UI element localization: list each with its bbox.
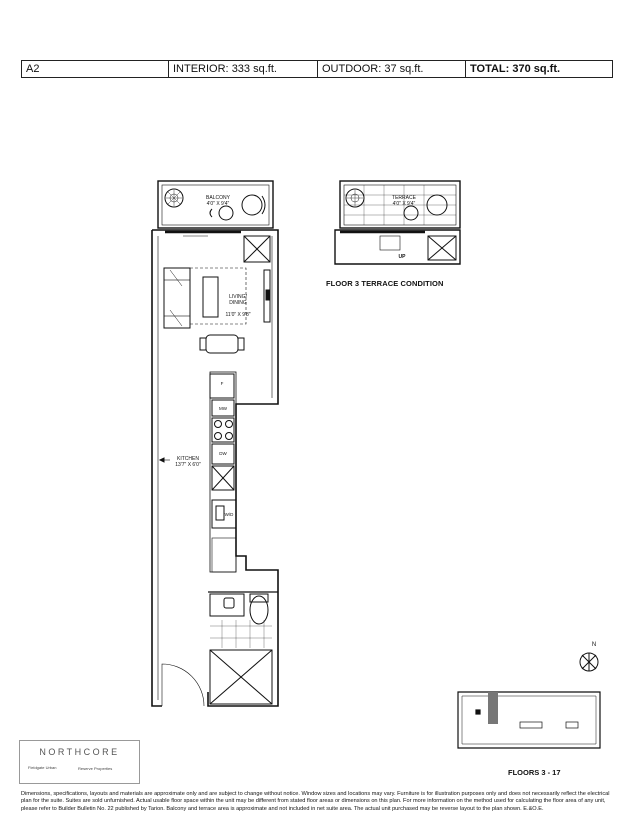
kitchen-counter (209, 371, 237, 573)
unit-name: A2 (26, 63, 40, 75)
microwave-icon (211, 399, 235, 417)
total-label: TOTAL: (470, 63, 510, 75)
toilet-icon (249, 595, 269, 625)
terrace-label: TERRACE 4'0" X 9'4" (382, 195, 426, 207)
outdoor-value: 37 sq.ft. (384, 63, 424, 75)
fridge-icon (209, 373, 235, 399)
unit-outer-wall (152, 229, 279, 707)
shower-icon (209, 649, 273, 705)
outdoor-area: OUTDOOR: 37 sq.ft. (317, 61, 465, 77)
terrace-outline (339, 180, 461, 229)
developer-one: Fieldgate Urban (28, 765, 57, 770)
terrace-chair-icon (345, 188, 365, 208)
kitchen-name: KITCHEN (177, 456, 199, 462)
coffee-table-icon (202, 276, 219, 318)
fridge-label: F (220, 381, 224, 386)
microwave-label: MW (219, 406, 227, 411)
dishwasher-label: DW (219, 451, 227, 456)
entry-door-swing (161, 663, 205, 707)
mechanical-shaft (243, 235, 271, 263)
dining-table-icon (205, 334, 239, 354)
washer-dryer-label: W/D (224, 512, 234, 517)
washer-dryer-icon (211, 499, 237, 529)
interior-area: INTERIOR: 333 sq.ft. (168, 61, 317, 77)
vanity-icon (209, 593, 245, 617)
north-arrow-icon (579, 652, 599, 672)
project-logo-name: NORTHCORE (39, 747, 120, 757)
sink-icon (211, 465, 235, 491)
interior-value: 333 sq.ft. (231, 63, 277, 75)
dishwasher-icon (211, 443, 235, 465)
kitchen-label: KITCHEN 13'7" X 6'0" (166, 456, 210, 468)
developer-logo: NORTHCORE Fieldgate Urban Reserve Proper… (19, 740, 140, 784)
developer-two: Reserve Properties (78, 766, 113, 771)
balcony-table-icon (209, 194, 266, 221)
unit-summary-table: A2 INTERIOR: 333 sq.ft. OUTDOOR: 37 sq.f… (21, 60, 613, 78)
living-dining-name: LIVING/ DINING (229, 294, 247, 306)
terrace-caption: FLOOR 3 TERRACE CONDITION (326, 279, 444, 288)
legal-disclaimer: Dimensions, specifications, layouts and … (21, 791, 610, 812)
terrace-dimensions: 4'0" X 9'4" (392, 201, 416, 207)
total-value: 370 sq.ft. (512, 63, 561, 75)
cooktop-icon (211, 417, 235, 443)
balcony-name: BALCONY (206, 195, 230, 201)
balcony-chair-left-icon (164, 188, 184, 208)
terrace-up-label: UP (398, 254, 406, 260)
living-dining-label: LIVING/ DINING 11'0" X 9'8" (218, 288, 258, 324)
interior-label: INTERIOR: (173, 63, 229, 75)
north-label: N (591, 642, 597, 648)
terrace-name: TERRACE (392, 195, 416, 201)
balcony-label: BALCONY 4'0" X 9'4" (196, 195, 240, 207)
balcony-dimensions: 4'0" X 9'4" (206, 201, 230, 207)
key-plan (457, 691, 601, 749)
key-plan-caption: FLOORS 3 - 17 (508, 768, 561, 777)
outdoor-label: OUTDOOR: (322, 63, 382, 75)
total-area: TOTAL: 370 sq.ft. (465, 61, 612, 77)
living-dining-dimensions: 11'0" X 9'8" (225, 312, 251, 318)
kitchen-dimensions: 13'7" X 6'0" (175, 462, 201, 468)
balcony-outline (157, 180, 274, 229)
